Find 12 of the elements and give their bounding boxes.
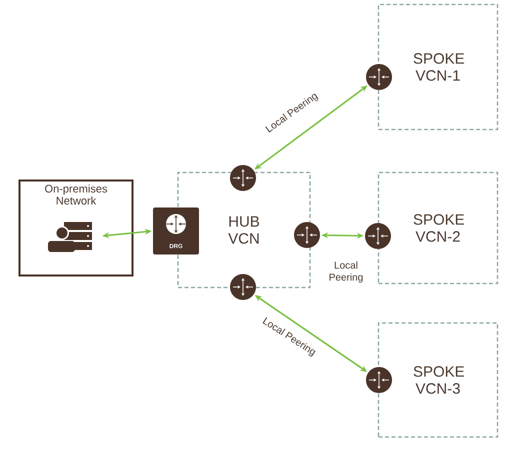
server-user-icon bbox=[46, 222, 92, 252]
edge-label: Local Peering bbox=[330, 261, 363, 283]
vcn-box: SPOKE VCN-2 bbox=[378, 172, 498, 284]
router-icon bbox=[365, 223, 391, 249]
router-icon bbox=[366, 64, 392, 90]
vcn-box: SPOKE VCN-3 bbox=[378, 322, 498, 438]
router-icon bbox=[230, 165, 256, 191]
vcn-box: SPOKE VCN-1 bbox=[378, 4, 498, 130]
router-icon bbox=[366, 367, 392, 393]
router-icon bbox=[294, 222, 320, 248]
network-box: On-premises Network bbox=[18, 180, 134, 276]
router-icon bbox=[230, 274, 256, 300]
